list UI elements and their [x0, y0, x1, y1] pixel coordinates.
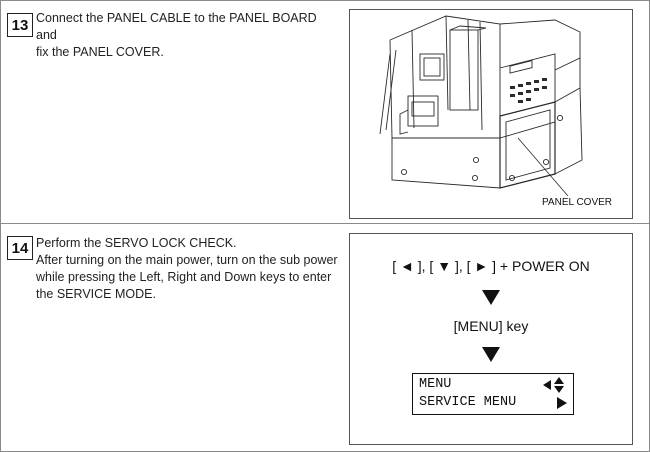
- panel-cover-label: PANEL COVER: [542, 197, 613, 208]
- step-14-line-4: the SERVICE MODE.: [36, 287, 156, 301]
- lcd-line-1: MENU: [419, 377, 452, 392]
- menu-key-text: [MENU] key: [453, 318, 529, 334]
- step-13-line-2: fix the PANEL COVER.: [36, 45, 164, 59]
- down-arrow-icon: [482, 347, 500, 362]
- down-arrow-icon: [482, 290, 500, 305]
- step-14-line-2: After turning on the main power, turn on…: [36, 253, 338, 267]
- step-14-instructions: Perform the SERVO LOCK CHECK. After turn…: [36, 235, 346, 303]
- printer-panel-illustration: [379, 15, 583, 197]
- service-mode-procedure-frame: [ ◄ ], [ ▼ ], [ ► ] + POWER ON [MENU] ke…: [349, 233, 633, 445]
- right-arrow-icon: [557, 397, 567, 409]
- lcd-display: MENU SERVICE MENU: [412, 373, 574, 415]
- step-divider: [1, 223, 649, 224]
- step-13-line-1: Connect the PANEL CABLE to the PANEL BOA…: [36, 11, 317, 42]
- key-combination-text: [ ◄ ], [ ▼ ], [ ► ] + POWER ON: [392, 258, 590, 274]
- step-13-instructions: Connect the PANEL CABLE to the PANEL BOA…: [36, 10, 336, 61]
- printer-figure-frame: PANEL COVER: [349, 9, 633, 219]
- step-14-number: 14: [7, 236, 33, 260]
- left-up-down-icon: [543, 377, 564, 393]
- lcd-line-2: SERVICE MENU: [419, 395, 517, 410]
- step-14-line-3: while pressing the Left, Right and Down …: [36, 270, 332, 284]
- step-14-line-1: Perform the SERVO LOCK CHECK.: [36, 236, 237, 250]
- step-13-number: 13: [7, 13, 33, 37]
